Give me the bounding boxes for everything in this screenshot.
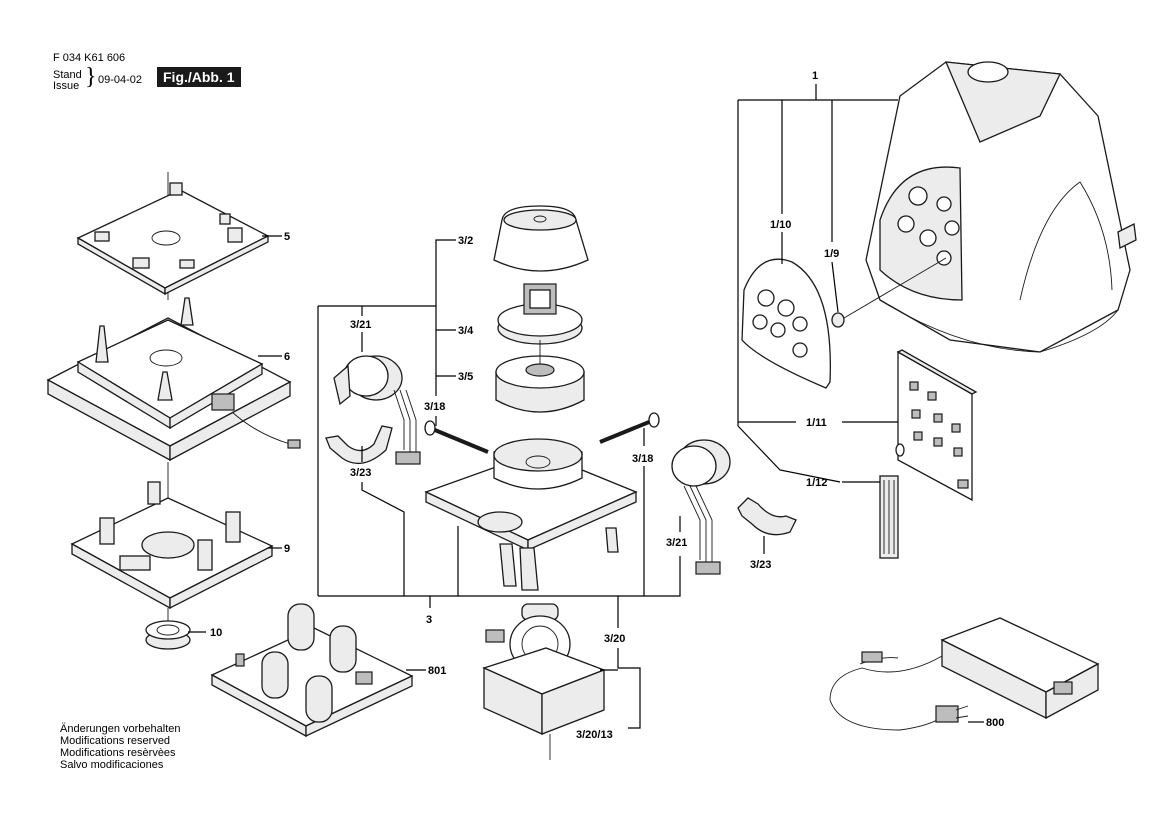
part-3-23-bracket-right xyxy=(737,497,797,536)
figure-badge: Fig./Abb. 1 xyxy=(157,67,241,87)
callout-3-18-right: 3/18 xyxy=(632,453,653,465)
leader-lines xyxy=(188,84,984,729)
callout-3-23-left: 3/23 xyxy=(350,467,371,479)
brace: } xyxy=(85,64,97,90)
part-3-21-motor-right xyxy=(671,439,731,575)
part-number: F 034 K61 606 xyxy=(53,52,126,64)
callout-3-5: 3/5 xyxy=(458,371,473,383)
callout-1-9: 1/9 xyxy=(824,248,839,260)
callout-9: 9 xyxy=(284,543,290,555)
issue-label: Issue xyxy=(53,80,80,92)
part-3-18-shaft-left xyxy=(424,420,489,454)
callout-1: 1 xyxy=(812,70,818,82)
callout-3-20-13: 3/20/13 xyxy=(576,729,613,741)
callout-10: 10 xyxy=(210,627,222,639)
part-3-23-bracket-left xyxy=(325,425,393,465)
callout-3-23-right: 3/23 xyxy=(750,559,771,571)
part-3-5-rotor xyxy=(495,340,585,413)
callout-801: 801 xyxy=(428,665,446,677)
part-1-12-flat-cable xyxy=(879,475,899,559)
note-es: Salvo modificaciones xyxy=(60,759,164,771)
issue-date: 09-04-02 xyxy=(98,74,143,86)
callout-800: 800 xyxy=(986,717,1004,729)
note-fr: Modifications resèrvèes xyxy=(60,747,176,759)
callout-3-2: 3/2 xyxy=(458,235,473,247)
part-801-battery-pack xyxy=(210,603,414,738)
part-3-21-motor-left xyxy=(333,355,421,465)
part-6-housing xyxy=(46,297,301,462)
part-3-20-drive-module xyxy=(482,603,606,760)
part-1-10-keypad-overlay xyxy=(741,258,831,389)
part-10-nut xyxy=(145,608,191,650)
callout-5: 5 xyxy=(284,231,290,243)
part-3-18-shaft-right xyxy=(599,412,660,444)
callout-labels: 1 1/10 1/9 1/11 1/12 5 6 9 10 801 3/2 3/… xyxy=(210,70,1004,741)
callout-1-11: 1/11 xyxy=(806,417,827,429)
callout-3-18-left: 3/18 xyxy=(424,401,445,413)
note-de: Änderungen vorbehalten xyxy=(60,723,181,735)
part-3-4-prism-head xyxy=(497,283,583,345)
part-1-11-circuit-board xyxy=(895,349,978,502)
callout-6: 6 xyxy=(284,351,290,363)
callout-3-4: 3/4 xyxy=(458,325,474,337)
callout-3-21-left: 3/21 xyxy=(350,319,371,331)
part-9-frame xyxy=(70,462,274,610)
callout-3: 3 xyxy=(426,614,432,626)
stand-label: Stand xyxy=(53,69,82,81)
callout-3-20: 3/20 xyxy=(604,633,625,645)
part-1-9-screw xyxy=(831,257,947,328)
part-5-circuit-plate xyxy=(76,172,270,300)
callout-3-21-right: 3/21 xyxy=(666,537,687,549)
callout-1-12: 1/12 xyxy=(806,477,827,489)
note-en: Modifications reserved xyxy=(60,735,171,747)
part-3-chassis xyxy=(424,438,638,591)
part-800-power-supply xyxy=(829,617,1100,731)
part-1-main-housing xyxy=(865,61,1137,353)
part-3-2-cap xyxy=(493,205,589,272)
callout-1-10: 1/10 xyxy=(770,219,791,231)
